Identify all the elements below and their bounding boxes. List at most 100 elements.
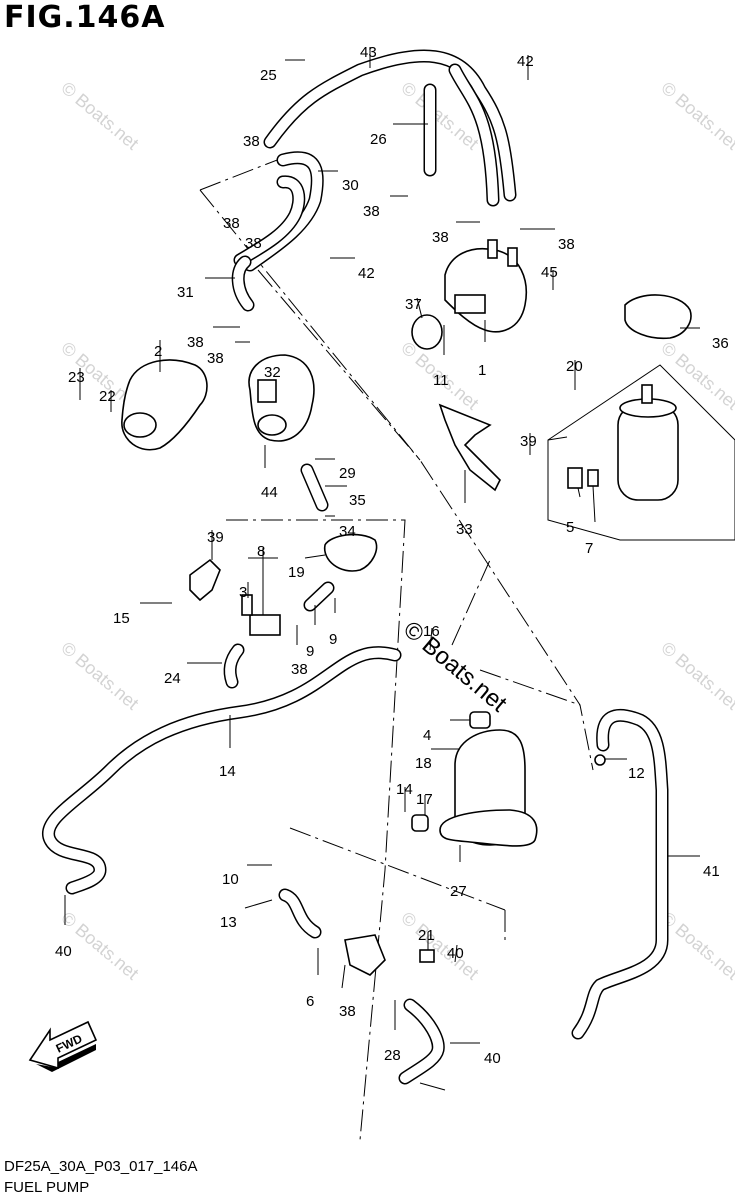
callout-number: 29 <box>339 465 356 482</box>
callout-number: 9 <box>306 643 314 660</box>
callout-number: 14 <box>219 763 236 780</box>
part-32-filter <box>617 404 679 501</box>
watermark-layer: © Boats.net © Boats.net © Boats.net © Boats… <box>57 78 735 984</box>
callout-number: 35 <box>349 492 366 509</box>
part-22-nipple <box>487 239 498 259</box>
boundary-line <box>199 189 594 771</box>
callout-number: 41 <box>703 863 720 880</box>
watermark-text: © Boats.net <box>657 908 735 984</box>
watermark-text: © Boats.net <box>397 908 482 984</box>
part-2-port <box>123 412 157 438</box>
part-32-frame <box>547 364 735 541</box>
callout-number: 16 <box>423 623 440 640</box>
part-4-base <box>439 809 538 847</box>
callout-number: 40 <box>55 943 72 960</box>
callout-number: 33 <box>456 521 473 538</box>
watermark-text: © Boats.net <box>57 638 142 714</box>
callout-number: 11 <box>433 372 449 389</box>
part-37-oring <box>411 314 443 350</box>
callout-number: 17 <box>416 791 433 808</box>
callout-number: 34 <box>339 523 356 540</box>
callout-number: 38 <box>291 661 308 678</box>
part-35-bracket <box>438 403 501 492</box>
part-7-tee <box>249 614 281 636</box>
hose-17 <box>571 708 669 1040</box>
callout-number: 38 <box>363 203 380 220</box>
callout-number: 14 <box>396 781 413 798</box>
boundary-line <box>547 436 568 441</box>
diagram-code: DF25A_30A_P03_017_146A <box>4 1158 198 1175</box>
boundary-line <box>479 669 581 706</box>
callout-number: 28 <box>384 1047 401 1064</box>
callout-number: 7 <box>585 540 593 557</box>
part-3-fitting <box>324 533 378 572</box>
watermark-text-main: © Boats.net <box>398 616 512 718</box>
callout-number: 38 <box>187 334 204 351</box>
part-1-block <box>257 379 277 403</box>
part-1-port <box>257 414 287 436</box>
callout-number: 3 <box>239 584 247 601</box>
callout-number: 15 <box>113 610 130 627</box>
callout-number: 43 <box>360 44 377 61</box>
watermark-text: © Boats.net <box>657 78 735 154</box>
callout-number: 13 <box>220 914 237 931</box>
callout-number: 42 <box>517 53 534 70</box>
diagram-name: FUEL PUMP <box>4 1179 90 1196</box>
fwd-arrow: FWD <box>28 1020 98 1072</box>
boundary-line <box>199 154 291 191</box>
part-22-nipple2 <box>507 247 518 267</box>
callout-number: 39 <box>207 529 224 546</box>
callout-number: 38 <box>558 236 575 253</box>
part-23-shaft <box>454 294 486 314</box>
watermark-text: © Boats.net <box>657 638 735 714</box>
callout-number: 8 <box>257 543 265 560</box>
callout-number: 12 <box>628 765 645 782</box>
callout-number: 42 <box>358 265 375 282</box>
callout-number: 26 <box>370 131 387 148</box>
callout-number: 23 <box>68 369 85 386</box>
callout-number: 44 <box>261 484 278 501</box>
callout-number: 18 <box>415 755 432 772</box>
callout-number: 20 <box>566 358 583 375</box>
callout-number: 6 <box>306 993 314 1010</box>
callout-number: 9 <box>329 631 337 648</box>
callout-number: 38 <box>243 133 260 150</box>
callout-number: 1 <box>478 362 486 379</box>
part-8 <box>241 594 253 616</box>
callout-number: 2 <box>154 343 162 360</box>
part-36-clamp <box>624 294 692 340</box>
boundary-line <box>226 519 406 1141</box>
callout-number: 22 <box>99 388 116 405</box>
callout-number: 31 <box>177 284 194 301</box>
callout-number: 10 <box>222 871 239 888</box>
callout-number: 32 <box>264 364 281 381</box>
boundary-line <box>257 269 421 461</box>
part-13 <box>419 949 435 963</box>
callout-number: 30 <box>342 177 359 194</box>
callout-number: 38 <box>223 215 240 232</box>
part-34 <box>587 469 599 487</box>
callout-number: 38 <box>245 235 262 252</box>
part-33 <box>567 467 583 489</box>
part-18-clip <box>594 754 606 766</box>
part-6-fitting <box>344 934 386 976</box>
group-boundary-lines <box>199 154 594 1141</box>
callout-number: 21 <box>418 927 435 944</box>
part-14-grommet <box>469 711 491 729</box>
callout-number: 39 <box>520 433 537 450</box>
watermark-text: © Boats.net <box>57 78 142 154</box>
callout-number: 4 <box>423 727 431 744</box>
boundary-line <box>289 827 506 911</box>
callout-number: 37 <box>405 296 422 313</box>
callout-number: 36 <box>712 335 729 352</box>
callout-number: 40 <box>484 1050 501 1067</box>
hose-layer <box>42 49 669 1085</box>
callout-number: 38 <box>339 1003 356 1020</box>
boundary-line <box>451 559 491 646</box>
part-12-grommet <box>411 814 429 832</box>
callout-number: 40 <box>447 945 464 962</box>
part-5-clip <box>189 558 221 602</box>
